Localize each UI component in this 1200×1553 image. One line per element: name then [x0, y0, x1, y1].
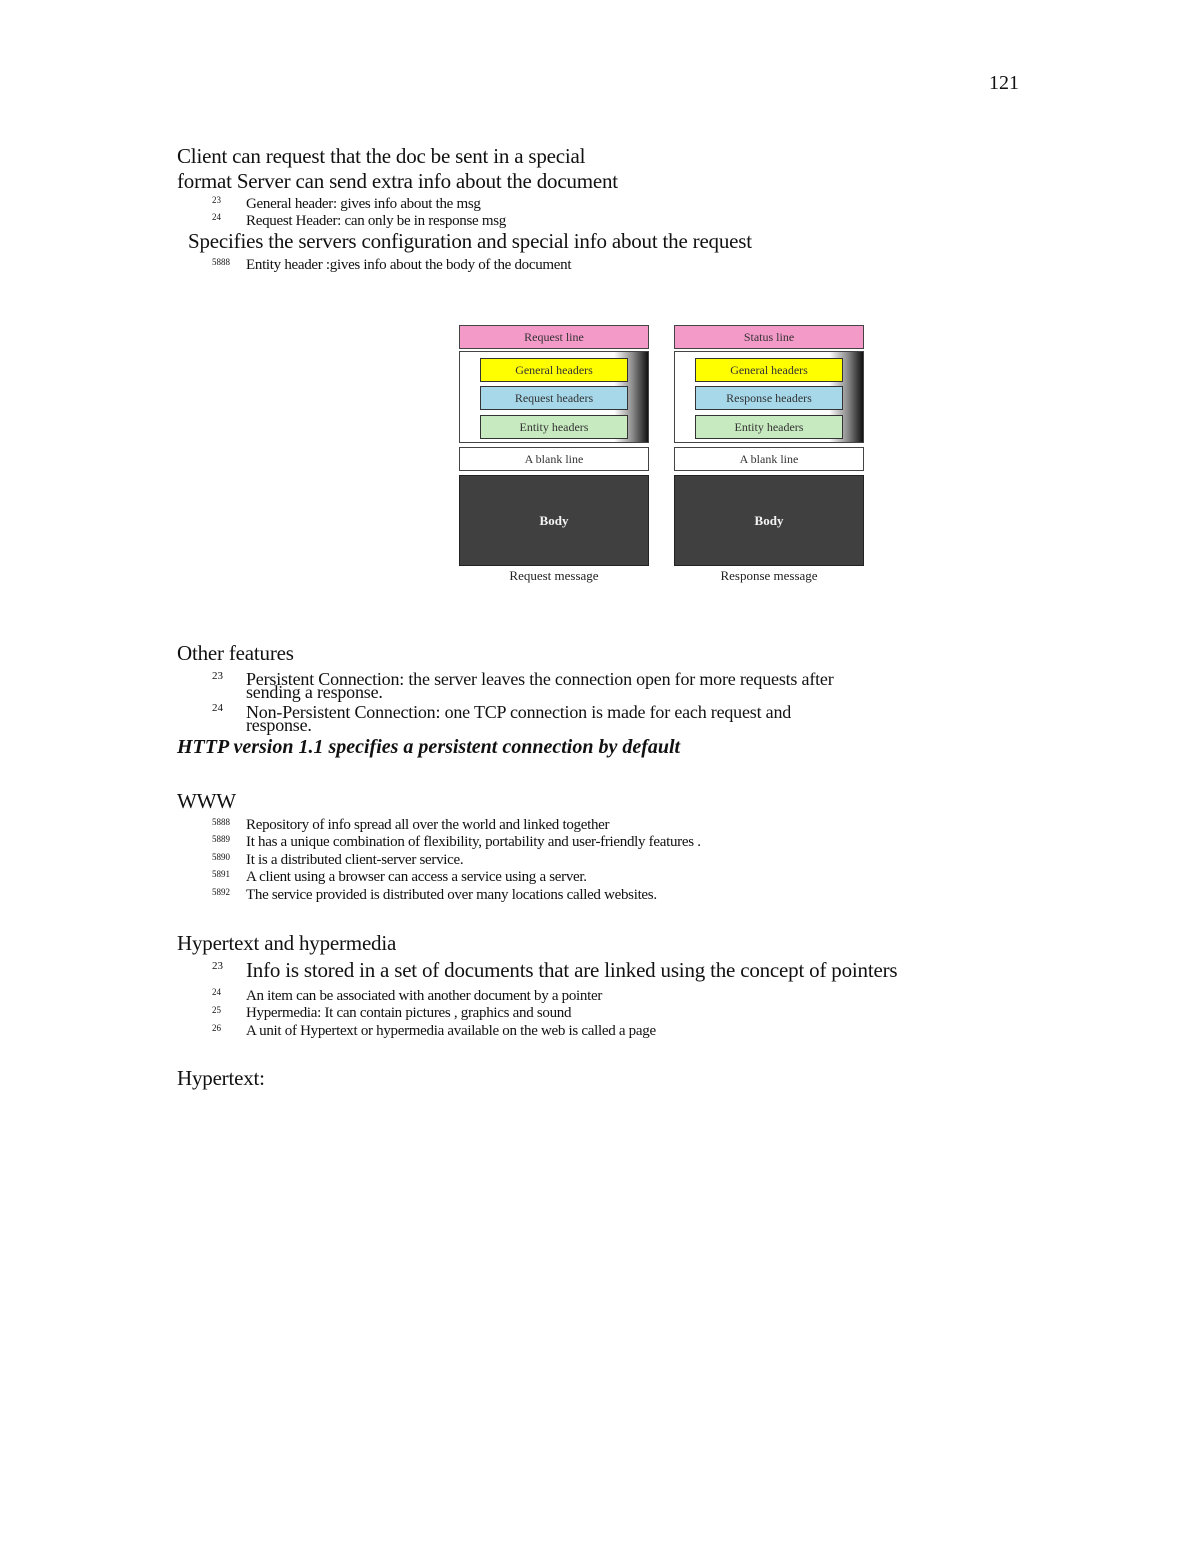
list-item: Non-Persistent Connection: one TCP conne…: [246, 702, 792, 735]
list-item: Info is stored in a set of documents tha…: [246, 958, 898, 982]
list-item: Entity header :gives info about the body…: [246, 257, 572, 273]
diagram-caption: Response message: [720, 568, 818, 583]
list-marker: 5889: [212, 834, 230, 844]
request-headers-group: General headers Request headers Entity h…: [459, 351, 649, 443]
body-box: Body: [459, 475, 649, 566]
entity-headers-box: Entity headers: [695, 415, 843, 439]
section-heading-other-features: Other features: [177, 641, 294, 665]
list-item: Repository of info spread all over the w…: [246, 817, 610, 833]
list-marker: 24: [212, 212, 221, 222]
section-heading-hypertext-hypermedia: Hypertext and hypermedia: [177, 931, 397, 955]
list-item: The service provided is distributed over…: [246, 887, 657, 903]
list-marker: 23: [212, 195, 221, 205]
list-item: A client using a browser can access a se…: [246, 869, 587, 885]
list-item: It has a unique combination of flexibili…: [246, 834, 701, 850]
response-headers-group: General headers Response headers Entity …: [674, 351, 864, 443]
list-item-line: response.: [246, 715, 312, 735]
list-item-line: sending a response.: [246, 682, 383, 702]
list-marker: 5891: [212, 869, 230, 879]
general-headers-box: General headers: [695, 358, 843, 382]
list-marker: 23: [212, 670, 223, 682]
list-item-line: Non-Persistent Connection: one TCP conne…: [246, 702, 792, 722]
list-marker: 5890: [212, 852, 230, 862]
list-item: Hypermedia: It can contain pictures , gr…: [246, 1005, 572, 1021]
list-item-line: Persistent Connection: the server leaves…: [246, 669, 834, 689]
list-marker: 5888: [212, 817, 230, 827]
list-marker: 5892: [212, 887, 230, 897]
entity-headers-box: Entity headers: [480, 415, 628, 439]
list-item: It is a distributed client-server servic…: [246, 852, 464, 868]
status-line-box: Status line: [674, 325, 864, 349]
list-item: A unit of Hypertext or hypermedia availa…: [246, 1023, 656, 1039]
list-marker: 24: [212, 702, 223, 714]
list-item: Request Header: can only be in response …: [246, 213, 506, 229]
emphasis-statement: HTTP version 1.1 specifies a persistent …: [177, 736, 681, 758]
body-box: Body: [674, 475, 864, 566]
list-marker: 26: [212, 1023, 221, 1033]
list-item: Persistent Connection: the server leaves…: [246, 669, 834, 702]
list-marker: 25: [212, 1005, 221, 1015]
request-line-box: Request line: [459, 325, 649, 349]
response-headers-box: Response headers: [695, 386, 843, 410]
intro-line-1: Client can request that the doc be sent …: [177, 144, 586, 168]
list-item: An item can be associated with another d…: [246, 988, 603, 1004]
section-heading-www: WWW: [177, 789, 236, 813]
general-headers-box: General headers: [480, 358, 628, 382]
intro-line-2: format Server can send extra info about …: [177, 169, 618, 193]
page-number: 121: [989, 72, 1019, 94]
diagram-caption: Request message: [509, 568, 599, 583]
request-headers-box: Request headers: [480, 386, 628, 410]
list-item: General header: gives info about the msg: [246, 196, 481, 212]
list-marker: 24: [212, 987, 221, 997]
intro-line-3: Specifies the servers configuration and …: [188, 229, 752, 253]
section-heading-hypertext: Hypertext:: [177, 1066, 265, 1090]
list-marker: 23: [212, 960, 223, 972]
blank-line-box: A blank line: [674, 447, 864, 471]
list-marker: 5888: [212, 257, 230, 267]
blank-line-box: A blank line: [459, 447, 649, 471]
